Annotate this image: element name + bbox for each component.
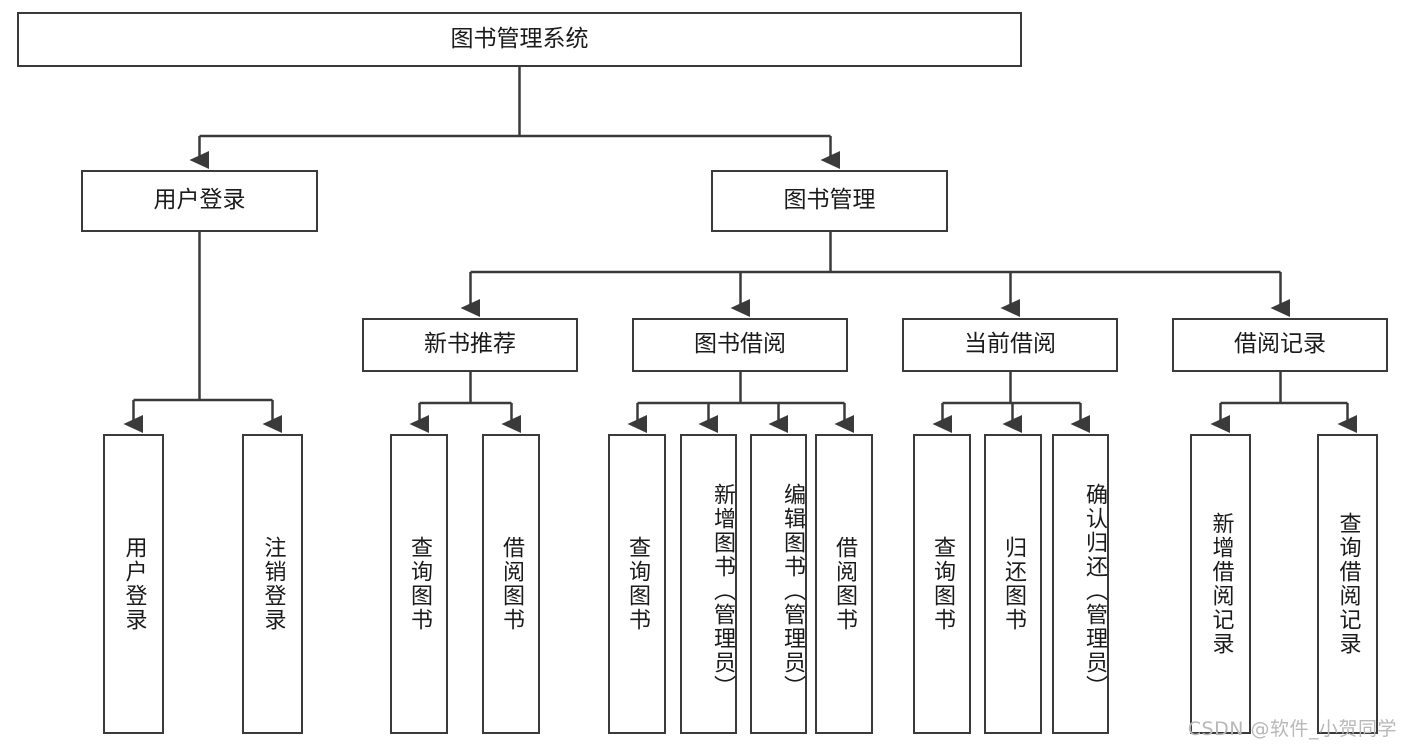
- node-leaf-query-book-1[interactable]: 查询图书: [390, 434, 448, 734]
- node-new-book-rec-label: 新书推荐: [424, 331, 516, 358]
- node-leaf-add-record-label: 新增借阅记录: [1208, 512, 1234, 656]
- node-borrow-record[interactable]: 借阅记录: [1172, 318, 1388, 372]
- node-book-borrow[interactable]: 图书借阅: [632, 318, 848, 372]
- node-leaf-edit-book-label: 编辑图书（管理员）: [780, 483, 805, 699]
- node-user-login-label: 用户登录: [153, 187, 246, 214]
- node-leaf-borrow-book-1[interactable]: 借阅图书: [482, 434, 540, 734]
- node-book-manage-label: 图书管理: [783, 187, 876, 214]
- node-leaf-add-book-label: 新增图书（管理员）: [710, 483, 735, 699]
- node-leaf-return-book[interactable]: 归还图书: [984, 434, 1042, 734]
- node-book-borrow-label: 图书借阅: [694, 331, 786, 358]
- node-leaf-add-record[interactable]: 新增借阅记录: [1190, 434, 1251, 734]
- node-leaf-return-book-label: 归还图书: [1000, 536, 1026, 632]
- node-leaf-borrow-book-2[interactable]: 借阅图书: [815, 434, 873, 734]
- node-leaf-confirm-return-label: 确认归还（管理员）: [1082, 483, 1107, 699]
- node-leaf-query-book-1-label: 查询图书: [406, 536, 432, 632]
- node-book-manage[interactable]: 图书管理: [711, 170, 948, 232]
- node-root-label: 图书管理系统: [450, 25, 589, 52]
- node-leaf-user-login[interactable]: 用户登录: [103, 434, 164, 734]
- node-leaf-borrow-book-1-label: 借阅图书: [498, 536, 524, 632]
- node-current-borrow-label: 当前借阅: [964, 331, 1056, 358]
- node-leaf-query-book-3[interactable]: 查询图书: [913, 434, 971, 734]
- node-leaf-user-logout[interactable]: 注销登录: [242, 434, 303, 734]
- node-leaf-user-login-label: 用户登录: [121, 536, 147, 632]
- node-new-book-rec[interactable]: 新书推荐: [362, 318, 578, 372]
- node-root[interactable]: 图书管理系统: [17, 12, 1022, 67]
- node-borrow-record-label: 借阅记录: [1234, 331, 1326, 358]
- node-leaf-query-book-2[interactable]: 查询图书: [608, 434, 666, 734]
- csdn-watermark: CSDN @软件_小贺同学: [1187, 718, 1397, 740]
- node-leaf-edit-book[interactable]: 编辑图书（管理员）: [750, 434, 807, 734]
- node-leaf-user-logout-label: 注销登录: [260, 536, 286, 632]
- node-leaf-query-record-label: 查询借阅记录: [1335, 512, 1361, 656]
- node-leaf-add-book[interactable]: 新增图书（管理员）: [680, 434, 737, 734]
- node-leaf-borrow-book-2-label: 借阅图书: [831, 536, 857, 632]
- node-current-borrow[interactable]: 当前借阅: [902, 318, 1118, 372]
- node-user-login[interactable]: 用户登录: [81, 170, 318, 232]
- node-leaf-query-record[interactable]: 查询借阅记录: [1317, 434, 1378, 734]
- node-leaf-query-book-3-label: 查询图书: [929, 536, 955, 632]
- node-leaf-query-book-2-label: 查询图书: [624, 536, 650, 632]
- node-leaf-confirm-return[interactable]: 确认归还（管理员）: [1052, 434, 1109, 734]
